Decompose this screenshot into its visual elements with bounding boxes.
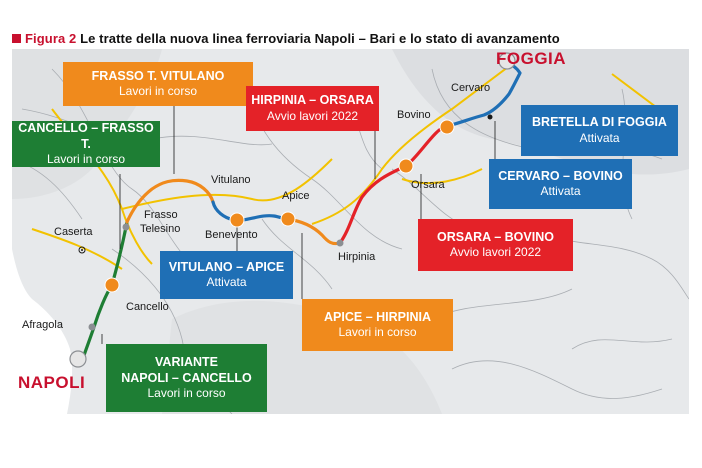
place-benevento: Benevento <box>205 229 258 241</box>
place-vitulano: Vitulano <box>211 174 251 186</box>
place-cancello: Cancello <box>126 301 169 313</box>
section-title: BRETELLA DI FOGGIA <box>532 115 667 130</box>
section-title: VITULANO – APICE <box>168 259 285 274</box>
place-telesino: Telesino <box>140 223 181 235</box>
place-frasso: Frasso <box>144 209 178 221</box>
station-caserta <box>78 246 86 254</box>
place-cervaro: Cervaro <box>451 82 491 94</box>
section-title-line2: NAPOLI – CANCELLO <box>121 370 252 385</box>
section-cancello-frasso: CANCELLO – FRASSO T. Lavori in corso <box>12 121 160 167</box>
section-title-line1: VARIANTE <box>155 354 218 369</box>
section-title: ORSARA – BOVINO <box>437 229 554 244</box>
section-vitulano-apice: VITULANO – APICE Attivata <box>160 251 293 299</box>
section-variante-napoli-cancello: VARIANTE NAPOLI – CANCELLO Lavori in cor… <box>106 344 267 412</box>
station-cervaro <box>487 114 493 120</box>
route-apice-hirpinia <box>285 217 342 246</box>
caption-square-icon <box>12 34 21 43</box>
place-bovino: Bovino <box>397 109 431 121</box>
section-status: Lavori in corso <box>338 325 417 340</box>
section-status: Avvio lavori 2022 <box>449 245 542 260</box>
section-status: Lavori in corso <box>118 84 198 99</box>
section-frasso-vitulano: FRASSO T. VITULANO Lavori in corso <box>63 62 253 106</box>
station-frasso-telesino <box>122 223 130 231</box>
city-napoli: NAPOLI <box>18 373 86 392</box>
terminal-foggia <box>498 52 516 70</box>
section-title: HIRPINIA – ORSARA <box>251 93 374 108</box>
figure-caption: Figura 2 Le tratte della nuova linea fer… <box>12 31 560 46</box>
section-status: Attivata <box>206 275 247 290</box>
route-cancello-frasso <box>110 220 129 287</box>
city-foggia: FOGGIA <box>496 49 567 68</box>
place-hirpinia: Hirpinia <box>338 251 376 263</box>
section-status: Lavori in corso <box>147 386 226 401</box>
section-apice-hirpinia: APICE – HIRPINIA Lavori in corso <box>302 299 453 351</box>
section-status: Lavori in corso <box>46 152 126 167</box>
highways <box>31 63 673 270</box>
figure-number: Figura 2 <box>25 31 77 46</box>
place-orsara: Orsara <box>411 179 445 191</box>
figure-title: Le tratte della nuova linea ferroviaria … <box>80 31 560 46</box>
section-bretella-foggia: BRETELLA DI FOGGIA Attivata <box>521 105 678 156</box>
section-cervaro-bovino: CERVARO – BOVINO Attivata <box>489 159 632 209</box>
section-title: CANCELLO – FRASSO T. <box>18 120 154 151</box>
section-status: Attivata <box>579 130 620 145</box>
section-title: CERVARO – BOVINO <box>498 168 623 183</box>
section-status: Avvio lavori 2022 <box>266 108 359 123</box>
station-afragola <box>88 323 96 331</box>
station-markers <box>69 52 516 368</box>
section-title: APICE – HIRPINIA <box>324 309 431 324</box>
station-benevento <box>229 212 245 228</box>
station-cancello <box>104 277 120 293</box>
station-bovino <box>439 119 455 135</box>
section-hirpinia-orsara: HIRPINIA – ORSARA Avvio lavori 2022 <box>246 86 379 131</box>
place-afragola: Afragola <box>22 319 63 331</box>
section-title: FRASSO T. VITULANO <box>91 68 225 83</box>
route-frasso-vitulano <box>125 178 215 224</box>
station-orsara <box>398 158 414 174</box>
place-caserta: Caserta <box>54 226 93 238</box>
section-status: Attivata <box>540 184 581 199</box>
station-hirpinia <box>336 239 344 247</box>
railway-map: FOGGIA NAPOLI Cervaro Bovino Orsara Hirp… <box>12 49 689 414</box>
route-cervaro-foggia <box>442 61 522 129</box>
terminal-napoli <box>69 350 87 368</box>
section-orsara-bovino: ORSARA – BOVINO Avvio lavori 2022 <box>418 219 573 271</box>
station-apice <box>280 211 296 227</box>
sea-area <box>12 199 73 414</box>
place-apice: Apice <box>282 190 310 202</box>
